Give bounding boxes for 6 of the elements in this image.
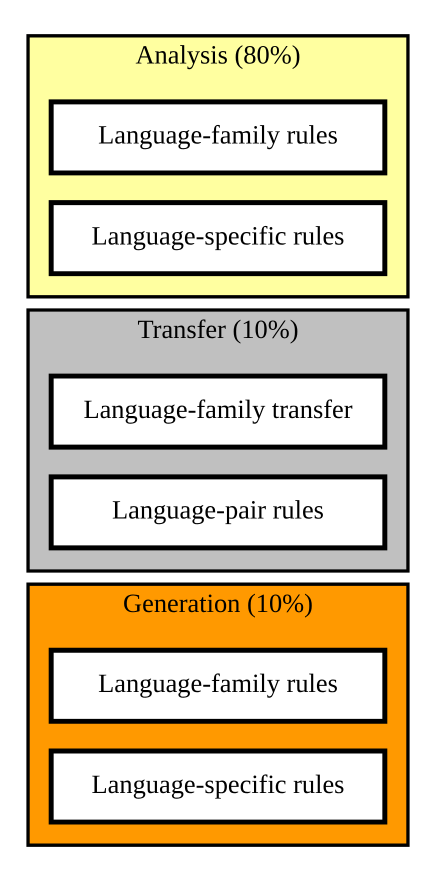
node-box: Language-family rules <box>48 99 388 176</box>
node-box: Language-pair rules <box>48 474 388 550</box>
node-box: Language-family transfer <box>48 374 388 450</box>
node-box: Language-family rules <box>48 648 388 724</box>
node-box: Language-specific rules <box>48 200 388 276</box>
node-box: Language-specific rules <box>48 748 388 825</box>
